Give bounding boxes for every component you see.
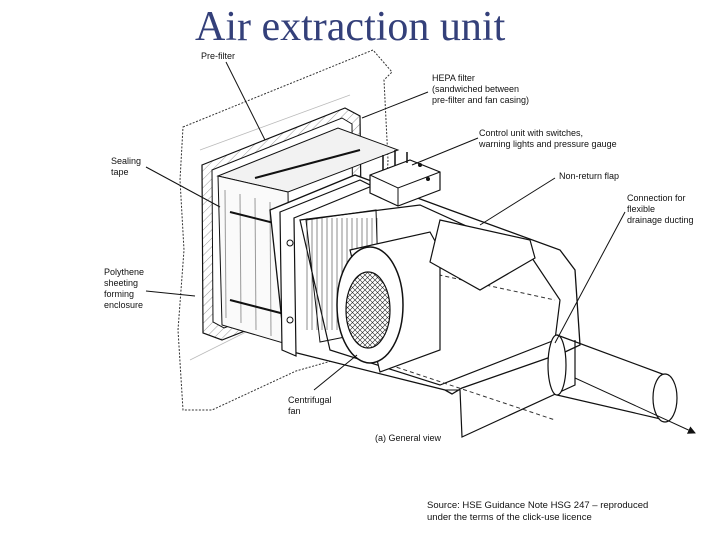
label-hepa-filter: HEPA filter (sandwiched between pre-filt… (432, 73, 529, 105)
label-pre-filter: Pre-filter (201, 51, 235, 61)
source-note: Source: HSE Guidance Note HSG 247 – repr… (427, 500, 648, 524)
label-centrifugal-fan: Centrifugal fan (288, 395, 334, 416)
leader-lines (145, 61, 626, 391)
non-return-flap (429, 219, 536, 291)
label-sealing-tape: Sealing tape (111, 156, 144, 177)
centrifugal-fan (336, 231, 441, 373)
label-duct-connection: Connection for flexible drainage ducting (627, 193, 694, 225)
control-unit (369, 150, 441, 207)
page-title: Air extraction unit (195, 4, 506, 50)
source-line-2: under the terms of the click-use licence (427, 512, 592, 523)
label-non-return-flap: Non-return flap (559, 171, 619, 181)
label-polythene-sheeting: Polythene sheeting forming enclosure (104, 267, 147, 310)
figure-caption: (a) General view (375, 433, 442, 443)
label-control-unit: Control unit with switches, warning ligh… (478, 128, 617, 149)
source-line-1: Source: HSE Guidance Note HSG 247 – repr… (427, 500, 649, 511)
drainage-duct-connection (547, 334, 696, 434)
